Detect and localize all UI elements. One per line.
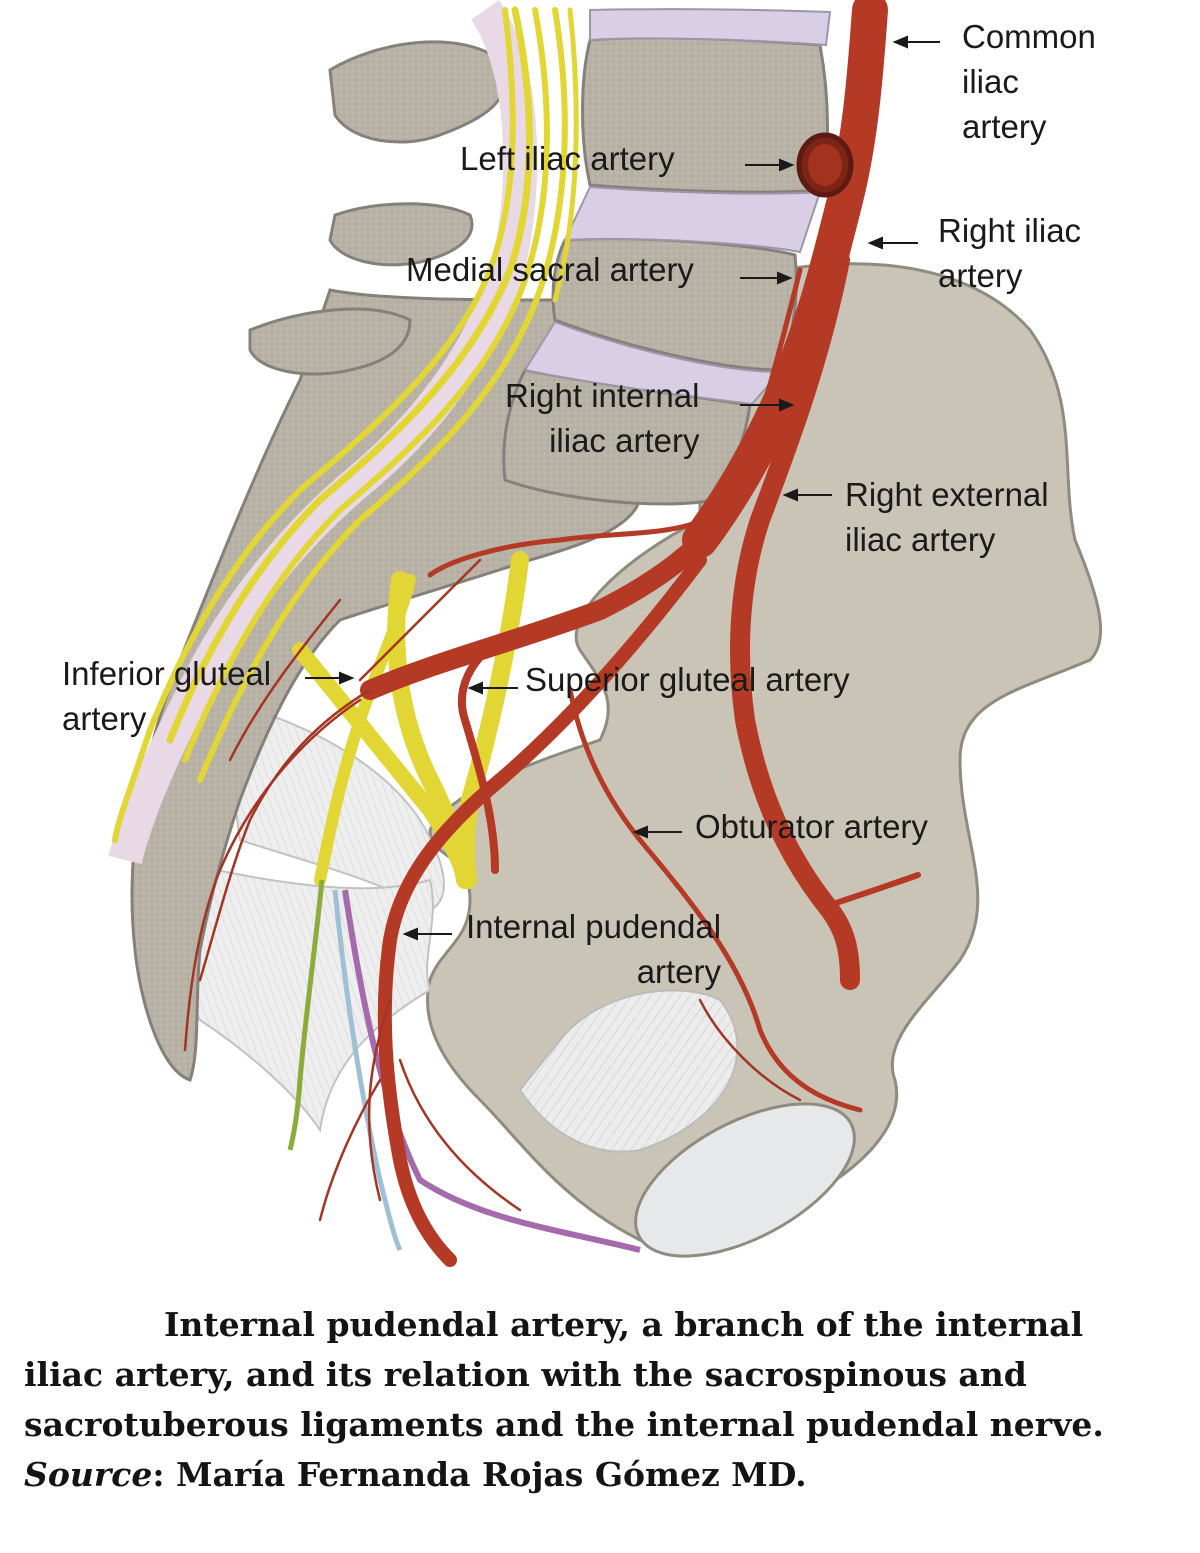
arterial-branches [183, 558, 802, 1222]
pointer-arrows [305, 35, 940, 941]
pelvic-artery-illustration [108, 0, 1103, 1267]
figure-caption: Internal pudendal artery, a branch of th… [24, 1300, 1174, 1500]
label-line: iliac artery [549, 422, 700, 459]
disc-1 [589, 8, 832, 47]
label-right-iliac-artery: Right iliac artery [938, 208, 1081, 298]
label-line: iliac [962, 63, 1019, 100]
caption-line-3: sacrotuberous ligaments and the internal… [24, 1405, 1104, 1444]
label-left-iliac-artery: Left iliac artery [460, 140, 675, 177]
spinous-process-3 [248, 307, 412, 376]
source-label: Source [24, 1455, 153, 1494]
label-line: Inferior gluteal [62, 655, 272, 692]
label-superior-gluteal-artery: Superior gluteal artery [525, 661, 850, 698]
caption-source: Source: María Fernanda Rojas Gómez MD. [24, 1450, 1174, 1500]
label-line: artery [636, 953, 722, 990]
caption-line-1: Internal pudendal artery, a branch of th… [24, 1300, 1174, 1350]
label-line: Internal pudendal [466, 908, 722, 945]
spinous-process-2 [328, 202, 474, 267]
label-line: artery [62, 700, 147, 737]
caption-text: Internal pudendal artery, a branch of th… [164, 1305, 1084, 1344]
label-line: artery [938, 257, 1023, 294]
pudendal-branch-purple [342, 889, 641, 1253]
label-right-internal-iliac-artery: Right internal iliac artery [505, 373, 699, 463]
label-internal-pudendal-artery: Internal pudendal artery [466, 904, 721, 994]
label-line: Right external [845, 476, 1049, 513]
source-text: : María Fernanda Rojas Gómez MD. [152, 1455, 807, 1494]
label-obturator-artery: Obturator artery [695, 808, 928, 845]
label-inferior-gluteal-artery: Inferior gluteal artery [62, 651, 271, 741]
caption-line-2: iliac artery, and its relation with the … [24, 1355, 1027, 1394]
label-line: Common [962, 18, 1096, 55]
label-line: artery [962, 108, 1047, 145]
label-line: Right internal [505, 377, 700, 414]
pudendal-nerve [287, 879, 325, 1151]
label-line: Right iliac [938, 212, 1082, 249]
sacrospinous-ligament [518, 989, 739, 1153]
label-right-external-iliac-artery: Right external iliac artery [845, 472, 1049, 562]
disc-2 [563, 185, 822, 254]
label-medial-sacral-artery: Medial sacral artery [406, 251, 694, 288]
label-common-iliac-artery: Common iliac artery [962, 14, 1096, 149]
label-line: iliac artery [845, 521, 996, 558]
spinous-process-1 [328, 40, 507, 144]
arteries [360, 0, 921, 1267]
pubic-symphysis [634, 1102, 856, 1258]
